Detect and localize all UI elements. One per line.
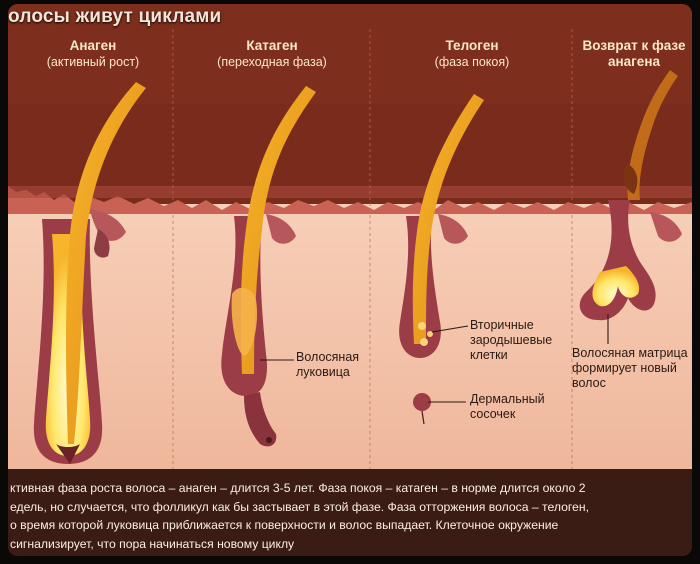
label-dermal-papilla: Дермальный сосочек (470, 392, 545, 421)
old-hair (627, 70, 678, 200)
header-band (8, 4, 692, 104)
label-hair-matrix: Волосяная матрица формирует новый волос (572, 346, 688, 390)
phase-header-anagen: Анаген (активный рост) (18, 38, 168, 70)
phase-name: Телоген (445, 38, 499, 53)
telogen-hair (412, 94, 484, 344)
pointer-secondary (431, 325, 469, 333)
label-hair-bulb: Волосяная луковица (296, 350, 360, 379)
anagen-hair (66, 82, 146, 444)
skin-area (8, 204, 692, 469)
phase-header-return: Возврат к фазе анагена (576, 38, 692, 70)
caption-line: о время которой луковица приближается к … (10, 518, 559, 532)
label-secondary-cells: Вторичные зародышевые клетки (470, 318, 553, 362)
phase-name: Анаген (69, 38, 117, 53)
phase-header-telogen: Телоген (фаза покоя) (380, 38, 564, 70)
return-anagen-follicle (579, 70, 682, 321)
phase-subtitle: (фаза покоя) (434, 55, 510, 69)
telogen-follicle (399, 94, 484, 425)
catagen-follicle (221, 86, 316, 447)
caption-line: ктивная фаза роста волоса – анаген – дли… (10, 481, 586, 495)
diagram-panel: олосы живут циклами Анаген (активный рос… (8, 4, 692, 556)
phase-name: Катаген (246, 38, 298, 53)
caption-line: едель, но случается, что фолликул как бы… (10, 499, 589, 514)
caption-text: ктивная фаза роста волоса – анаген – дли… (10, 479, 686, 553)
dermal-papilla (413, 393, 431, 411)
phase-name-cont: анагена (608, 54, 660, 69)
anagen-follicle (33, 82, 146, 464)
caption-line: сигнализирует, что пора начинаться новом… (10, 536, 295, 551)
epidermis-band (8, 186, 692, 198)
phase-name: Возврат к фазе (582, 38, 686, 53)
phase-subtitle: (активный рост) (46, 55, 140, 69)
phase-header-catagen: Катаген (переходная фаза) (184, 38, 360, 70)
phase-subtitle: (переходная фаза) (217, 55, 327, 69)
caption-band (8, 469, 692, 556)
hair-cycle-diagram (8, 4, 692, 556)
epidermis-surface (8, 186, 692, 214)
diagram-title: олосы живут циклами (8, 6, 222, 27)
